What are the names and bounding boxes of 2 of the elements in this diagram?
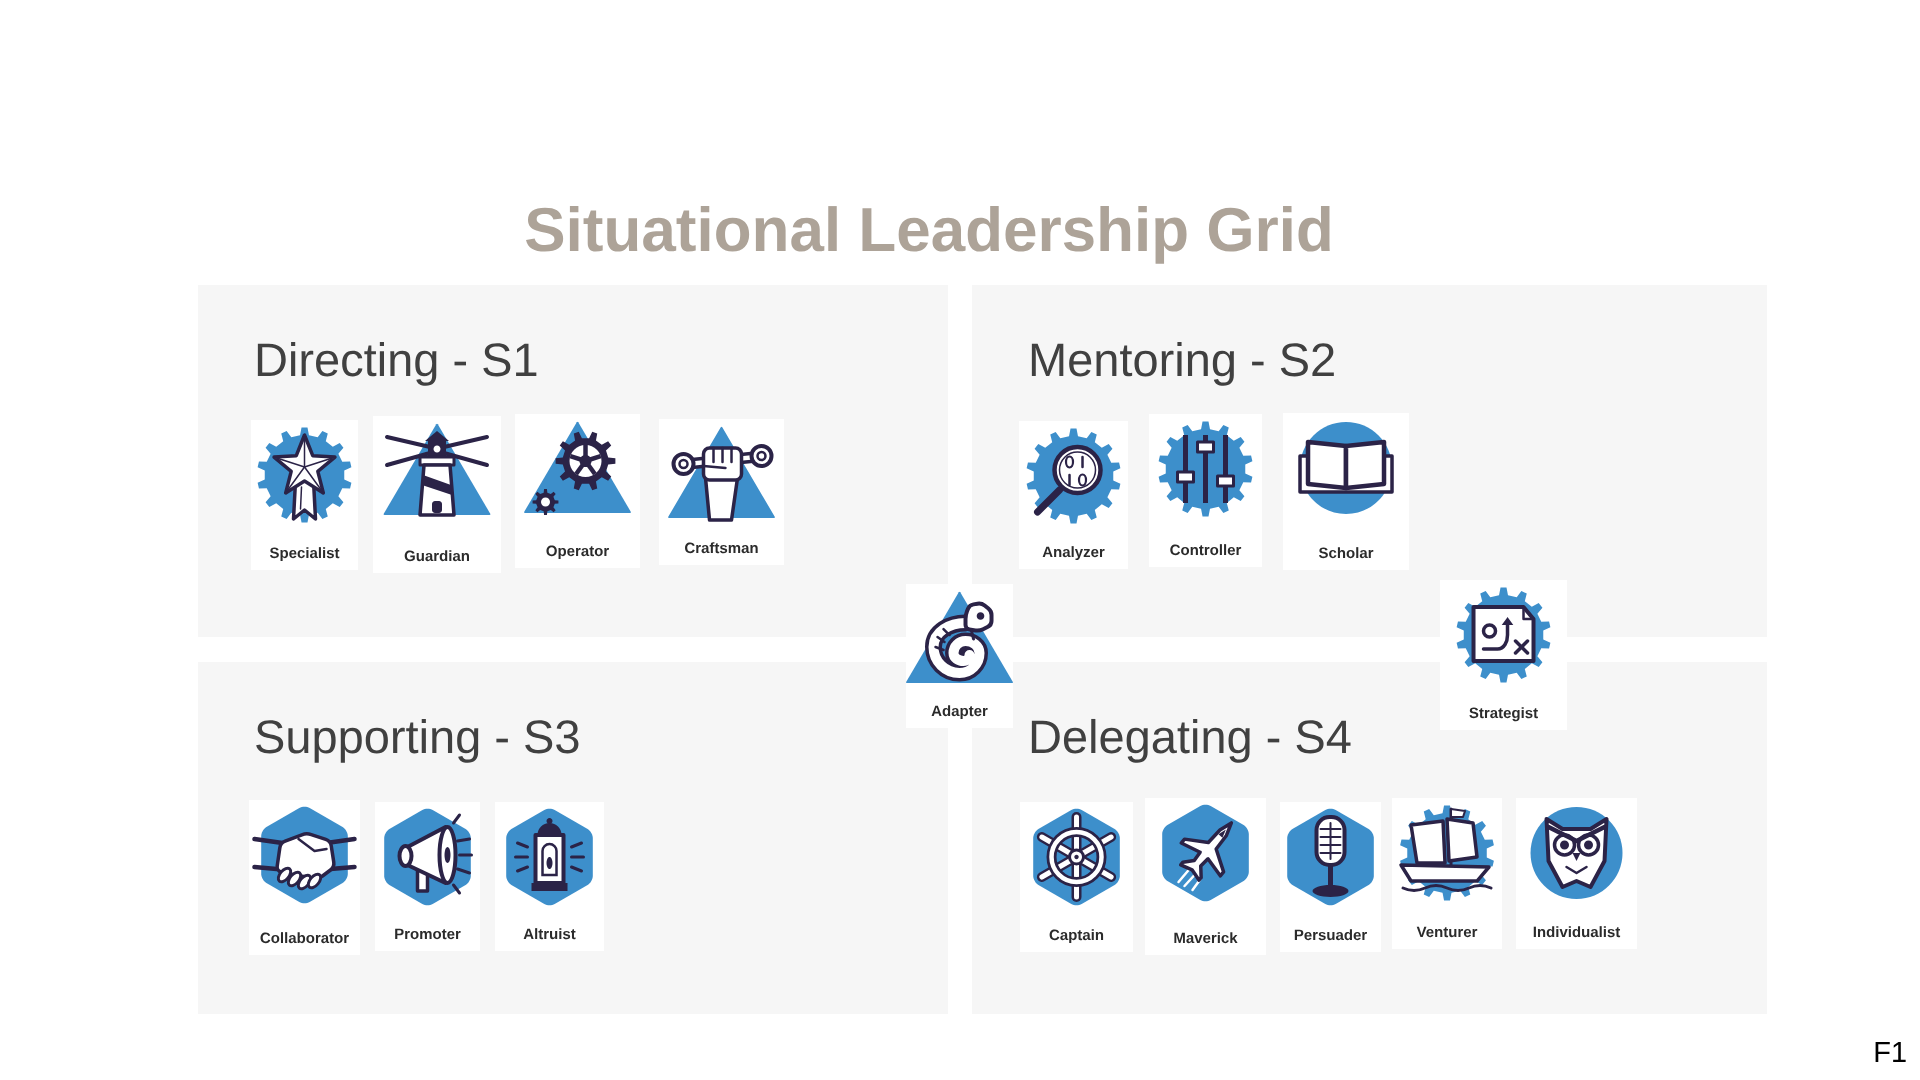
title: Situational Leadership Grid	[526, 206, 1330, 264]
corner-label: F1	[1875, 1042, 1906, 1062]
